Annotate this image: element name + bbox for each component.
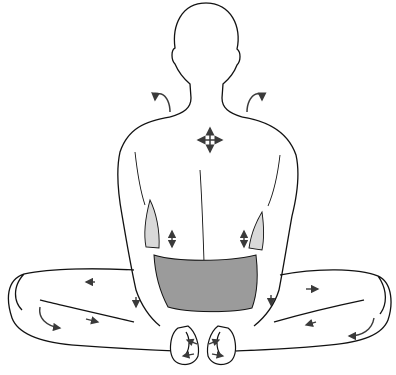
left-leg-outline bbox=[8, 269, 176, 351]
four-way-arrow-icon bbox=[198, 128, 222, 152]
left-shoulder-arrow-icon bbox=[155, 94, 170, 112]
left-waist-shading bbox=[145, 200, 159, 248]
right-leg-outline bbox=[236, 270, 391, 351]
right-shoulder-arrow-icon bbox=[247, 94, 262, 112]
head-outline bbox=[170, 3, 242, 117]
right-waist-shading bbox=[249, 212, 264, 250]
pelvis-shading bbox=[154, 255, 257, 312]
feet-outline bbox=[171, 326, 236, 365]
